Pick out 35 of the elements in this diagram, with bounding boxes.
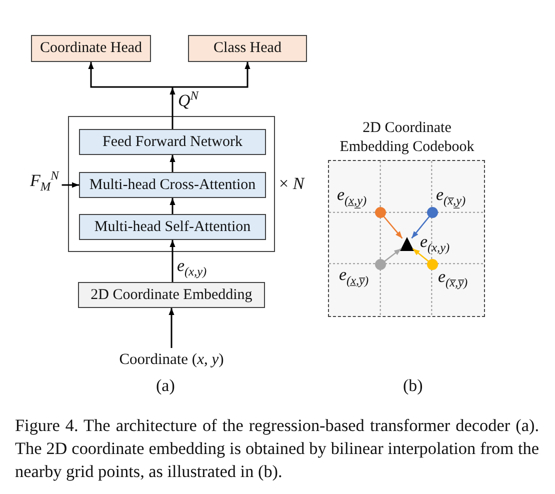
arrow (62, 182, 79, 188)
arrow (170, 155, 176, 172)
embedding-label: e$_{(x,y)}$ (420, 233, 450, 252)
embedding-label: e$_{(x̅,y̅)}$ (438, 268, 468, 287)
dot-icon (427, 259, 438, 270)
embedding-label: e$_{(x̲,y̅)}$ (339, 266, 369, 285)
arrow (170, 88, 176, 129)
edge-label: e$_{(x,y)}$ (177, 257, 207, 276)
edge-label: Q$^{N}$ (178, 92, 198, 111)
panel-label: (a) (156, 377, 175, 396)
layer-box: Multi-head Self-Attention (79, 214, 266, 240)
arrow (384, 248, 402, 262)
decoder-block (68, 116, 275, 252)
figure-caption: Figure 4. The architecture of the regression-based transformer decoder (a). The 2D coordinate embedding is obtained by bilinear interpolation from the nearby grid points, as illustrated in (b). (15, 415, 539, 483)
arrow (383, 216, 403, 239)
arrow (170, 240, 176, 282)
layer-box: Multi-head Cross-Attention (79, 172, 266, 198)
panel-label: (b) (403, 377, 423, 396)
arrow (411, 216, 430, 239)
repeat-label: × N (279, 175, 304, 194)
output-head-box: Coordinate Head (31, 35, 151, 62)
arrow (88, 62, 172, 88)
dot-icon (374, 259, 386, 270)
panel-title: 2D Coordinate Embedding Codebook (338, 119, 476, 157)
arrow (170, 198, 176, 214)
arrow (168, 308, 174, 348)
input-label: Coordinate (x, y) (119, 351, 224, 368)
dot-icon (374, 206, 386, 218)
arrow (412, 248, 429, 262)
dot-icon (427, 206, 438, 218)
embedding-box: 2D Coordinate Embedding (78, 282, 265, 308)
arrow (172, 62, 250, 88)
triangle-icon (400, 237, 414, 251)
layer-box: Feed Forward Network (79, 129, 266, 155)
output-head-box: Class Head (188, 35, 307, 62)
